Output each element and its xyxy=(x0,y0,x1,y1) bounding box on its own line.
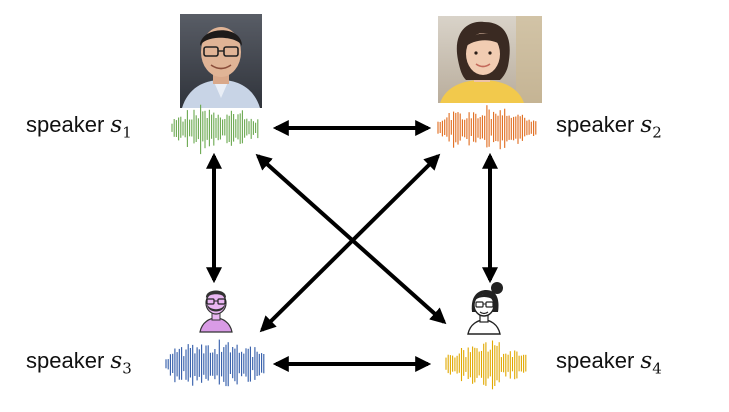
arrow-s2-s3 xyxy=(259,153,441,333)
speaker-label-3: speaker s3 xyxy=(26,348,132,378)
speaker-4-avatar-icon xyxy=(467,282,503,335)
speaker-3-waveform xyxy=(165,339,265,387)
speaker-2-photo xyxy=(438,16,542,103)
speaker-1-waveform xyxy=(171,104,259,155)
speaker-3-avatar-icon xyxy=(199,290,233,333)
speaker-label-2: speaker s2 xyxy=(556,112,662,142)
speaker-label-1: speaker s1 xyxy=(26,112,132,142)
speaker-label-4: speaker s4 xyxy=(556,348,662,378)
speaker-2-waveform xyxy=(437,105,537,150)
speaker-1-photo xyxy=(180,14,262,108)
arrow-s1-s4 xyxy=(255,153,447,325)
speaker-4-waveform xyxy=(445,340,527,390)
connection-arrows xyxy=(206,120,498,372)
